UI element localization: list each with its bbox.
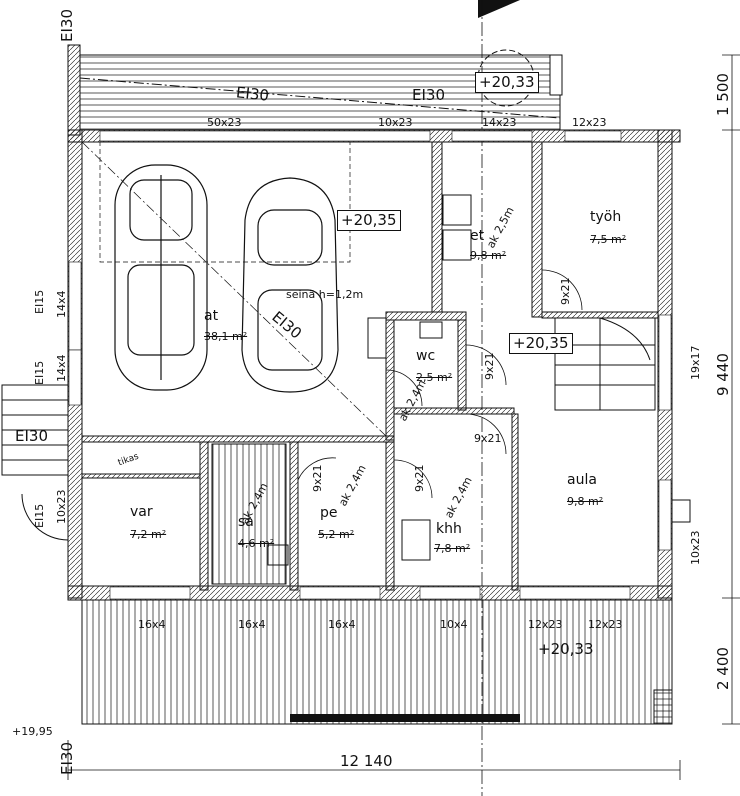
room-name-tyoh: työh xyxy=(590,209,622,225)
room-name-var: var xyxy=(130,504,153,520)
room-name-pe: pe xyxy=(320,505,338,521)
opening-14x4-2: 14x4 xyxy=(55,354,68,382)
level-garage: +20,35 xyxy=(337,210,401,231)
door-9x21-pe: 9x21 xyxy=(311,464,324,492)
door-9x21-wc: 9x21 xyxy=(483,352,496,380)
fire-class-ei15-1: EI15 xyxy=(33,289,46,314)
room-name-sa: sa xyxy=(238,514,254,530)
fire-class-ei15-2: EI15 xyxy=(33,360,46,385)
staircase xyxy=(554,317,656,411)
sauna-benches xyxy=(211,443,287,585)
opening-12x23-2: 12x23 xyxy=(588,618,623,631)
opening-50x23: 50x23 xyxy=(207,116,242,129)
room-name-et: et xyxy=(470,228,485,244)
fire-class-upper-1: EI30 xyxy=(235,83,270,105)
opening-10x4: 10x4 xyxy=(440,618,468,631)
room-area-pe: 5,2 m² xyxy=(318,528,355,541)
level-terrace-top: +20,33 xyxy=(475,72,539,93)
fire-class-ei15-3: EI15 xyxy=(33,503,46,528)
door-swings xyxy=(297,269,583,499)
room-area-garage: 38,1 m² xyxy=(204,330,248,343)
opening-19x17: 19x17 xyxy=(689,345,702,380)
note-wall-height: seinä h=1,2m xyxy=(286,288,364,301)
door-9x21-tyoh: 9x21 xyxy=(559,277,572,305)
opening-16x4-3: 16x4 xyxy=(328,618,356,631)
dimension-depth: 9 440 xyxy=(714,353,732,396)
fire-class-upper-2: EI30 xyxy=(412,86,445,104)
opening-14x4-1: 14x4 xyxy=(55,290,68,318)
exterior-walls xyxy=(67,129,681,601)
lower-terrace xyxy=(81,599,673,725)
door-9x21-khh: 9x21 xyxy=(413,464,426,492)
fire-class-bottom-corner: EI30 xyxy=(58,742,76,775)
room-area-var: 7,2 m² xyxy=(130,528,167,541)
opening-16x4-2: 16x4 xyxy=(238,618,266,631)
opening-10x23-left: 10x23 xyxy=(55,489,68,524)
opening-14x23: 14x23 xyxy=(482,116,517,129)
entry-steps xyxy=(1,384,69,541)
opening-16x4-1: 16x4 xyxy=(138,618,166,631)
room-area-aula: 9,8 m² xyxy=(567,495,604,508)
room-name-aula: aula xyxy=(567,472,597,488)
room-area-khh: 7,8 m² xyxy=(434,542,471,555)
car-right xyxy=(241,177,339,393)
room-area-sa: 4,6 m² xyxy=(238,537,275,550)
fire-class-left: EI30 xyxy=(15,427,48,445)
door-9x21-aula: 9x21 xyxy=(474,432,502,445)
interior-walls xyxy=(81,141,659,591)
dimension-bottom: 2 400 xyxy=(714,647,732,690)
opening-10x23-top: 10x23 xyxy=(378,116,413,129)
room-name-garage: at xyxy=(204,308,219,324)
dimension-width: 12 140 xyxy=(340,752,393,770)
room-name-khh: khh xyxy=(436,521,462,537)
opening-12x23-1: 12x23 xyxy=(528,618,563,631)
car-left xyxy=(114,164,208,391)
level-terrace-bottom: +20,33 xyxy=(538,640,594,658)
north-arrow xyxy=(478,0,520,18)
level-hall: +20,35 xyxy=(509,333,573,354)
level-ground: +19,95 xyxy=(12,725,53,738)
garage-door-zone xyxy=(99,141,351,263)
dimension-top: 1 500 xyxy=(714,73,732,116)
room-area-wc: 2,5 m² xyxy=(416,371,453,384)
opening-12x23-top: 12x23 xyxy=(572,116,607,129)
opening-10x23-right: 10x23 xyxy=(689,530,702,565)
room-area-tyoh: 7,5 m² xyxy=(590,233,627,246)
fire-class-top-corner: EI30 xyxy=(58,9,76,42)
room-name-wc: wc xyxy=(416,348,436,364)
dimension-lines xyxy=(67,54,740,780)
room-area-et: 9,8 m² xyxy=(470,249,507,262)
fixtures xyxy=(267,194,472,566)
